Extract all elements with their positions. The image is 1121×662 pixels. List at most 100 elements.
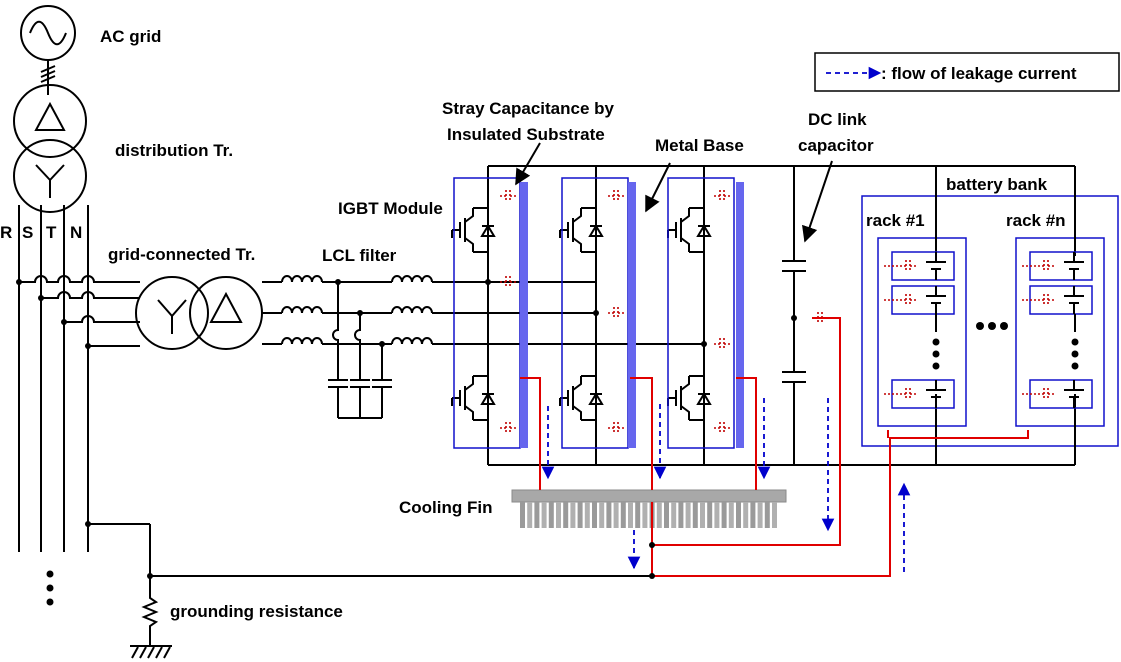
fin-blade: [671, 502, 677, 528]
phase-s-label: S: [22, 223, 33, 242]
rack-n-label: rack #n: [1006, 211, 1066, 230]
fin-blade: [700, 502, 705, 528]
fin-blade: [563, 502, 569, 528]
phase-lines: [18, 205, 89, 552]
phase-node-3: [701, 341, 707, 347]
cooling-fin: [511, 489, 787, 528]
grid-connected-tr-label: grid-connected Tr.: [108, 245, 255, 264]
fin-blade: [520, 502, 525, 528]
rack-2-cell-1: [1022, 251, 1093, 281]
fin-blade: [664, 502, 669, 528]
fin-blade: [635, 502, 641, 528]
metal-base-strips: [520, 182, 744, 448]
fin-blade: [728, 502, 734, 528]
fin-blade: [678, 502, 684, 528]
fin-blade: [642, 502, 648, 528]
rack-1-cell-2: [884, 285, 955, 315]
stray-cap-1: [500, 190, 516, 202]
fin-blade: [685, 502, 691, 528]
fin-blade: [656, 502, 662, 528]
rack-1-cell-3: [884, 379, 955, 409]
fin-base: [511, 489, 787, 503]
fin-blade: [721, 502, 727, 528]
fin-blade: [772, 502, 777, 528]
fin-blade: [606, 502, 612, 528]
metal-base-pointer: [645, 162, 671, 213]
dc-link-pointer: [802, 160, 833, 243]
fin-blade: [707, 502, 713, 528]
phase-n-label: N: [70, 223, 82, 242]
fin-blade: [764, 502, 770, 528]
stray-cap-9: [714, 422, 730, 434]
phase-node-2: [593, 310, 599, 316]
stray-cap-6: [608, 422, 624, 434]
legend: : flow of leakage current: [814, 52, 1120, 92]
fin-blade: [599, 502, 605, 528]
rack-1-cell-1: [884, 251, 955, 281]
stray-cap-label-line2: Insulated Substrate: [447, 125, 605, 144]
rack-2-cell-2: [1022, 285, 1093, 315]
fin-blade: [548, 502, 554, 528]
battery-bank: [861, 166, 1119, 465]
fin-blade: [613, 502, 619, 528]
ground-network: [88, 523, 652, 659]
stray-cap-7: [714, 190, 730, 202]
battery-cells: [884, 251, 1093, 409]
fin-blade: [714, 502, 720, 528]
dc-link-label-line1: DC link: [808, 110, 867, 129]
dc-bus: [487, 165, 1075, 466]
grid-connected-transformer: [135, 276, 263, 350]
cooling-fin-label: Cooling Fin: [399, 498, 492, 517]
stray-cap-5: [608, 307, 624, 319]
fin-blade: [750, 502, 756, 528]
ground-junctions: [85, 521, 153, 579]
fin-blade: [620, 502, 626, 528]
rack-1-label: rack #1: [866, 211, 925, 230]
legend-text: : flow of leakage current: [881, 64, 1077, 83]
fin-blade: [736, 502, 741, 528]
fin-blade: [692, 502, 698, 528]
phase-t-label: T: [46, 223, 57, 242]
igbt-lower-1: [451, 375, 496, 421]
fin-blade: [592, 502, 597, 528]
battery-bank-label: battery bank: [946, 175, 1048, 194]
stray-cap-2: [500, 276, 516, 288]
fin-blade: [577, 502, 583, 528]
dc-link-label-line2: capacitor: [798, 136, 874, 155]
lcl-filter: [262, 275, 704, 419]
fin-blade: [556, 502, 561, 528]
stray-cap-4: [608, 190, 624, 202]
igbt-lower-2: [559, 375, 604, 421]
stray-cap-3: [500, 422, 516, 434]
pointer-arrows: [515, 142, 833, 243]
dc-midpoint-junction: [791, 315, 797, 321]
igbt-upper-1: [451, 207, 496, 253]
fin-blade: [743, 502, 749, 528]
continuation-dots: [46, 570, 54, 606]
fin-blade: [757, 502, 763, 528]
igbt-upper-2: [559, 207, 604, 253]
fin-blade: [534, 502, 540, 528]
fin-blade: [541, 502, 547, 528]
metal-base-label: Metal Base: [655, 136, 744, 155]
fin-blade: [570, 502, 576, 528]
dc-link-capacitor: [782, 166, 806, 465]
leakage-junctions: [649, 542, 655, 579]
rack-2-cell-3: [1022, 379, 1093, 409]
phase-node-1: [485, 279, 491, 285]
distribution-tr-label: distribution Tr.: [115, 141, 233, 160]
leakage-paths: [520, 317, 1029, 577]
stray-cap-pointer: [515, 142, 541, 186]
lcl-junctions: [335, 279, 385, 347]
rack-ellipsis-dots: [932, 322, 1079, 370]
ac-grid-label: AC grid: [100, 27, 161, 46]
igbt-upper-3: [667, 207, 712, 253]
stray-cap-label-line1: Stray Capacitance by: [442, 99, 615, 118]
igbt-module-label: IGBT Module: [338, 199, 443, 218]
grounding-resistance-label: grounding resistance: [170, 602, 343, 621]
fin-blade: [584, 502, 590, 528]
phase-r-label: R: [0, 223, 12, 242]
distribution-transformer: [13, 84, 87, 213]
